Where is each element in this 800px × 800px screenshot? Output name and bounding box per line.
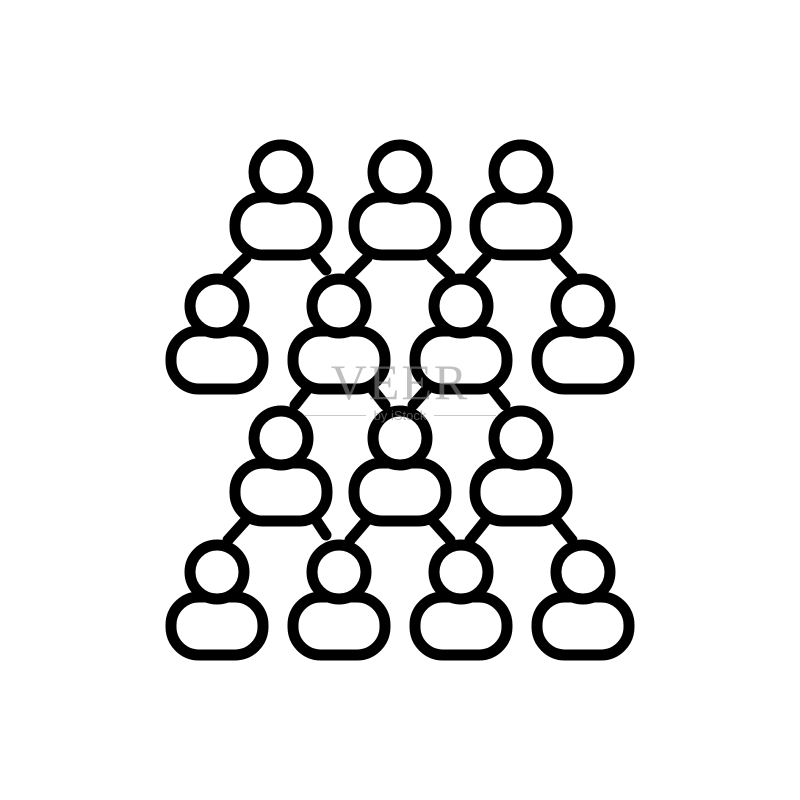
connector-line: [344, 252, 373, 281]
person-head: [367, 139, 433, 205]
person-icon: [165, 539, 269, 661]
person-body: [409, 591, 513, 661]
person-head: [488, 405, 554, 471]
person-body: [348, 457, 452, 527]
connector-line: [310, 514, 332, 541]
connector-line: [344, 514, 373, 546]
person-icon: [409, 539, 513, 661]
person-head: [367, 405, 433, 471]
person-body: [229, 191, 333, 261]
person-icon: [287, 539, 391, 661]
person-head: [248, 139, 314, 205]
connector-line: [464, 514, 492, 546]
person-head: [184, 539, 250, 605]
person-icon: [165, 273, 269, 395]
person-head: [550, 539, 616, 605]
connector-line: [550, 514, 578, 546]
connector-line: [550, 252, 578, 281]
person-head: [306, 273, 372, 339]
person-head: [306, 539, 372, 605]
connector-line: [222, 252, 252, 281]
connector-line: [464, 252, 492, 281]
person-body: [531, 325, 635, 395]
person-icon: [469, 405, 573, 527]
people-group: [165, 139, 635, 661]
connector-lines: [222, 252, 578, 546]
person-body: [287, 325, 391, 395]
person-body: [165, 325, 269, 395]
connector-line: [222, 514, 252, 546]
person-head: [488, 139, 554, 205]
person-icon: [287, 273, 391, 395]
person-icon: [409, 273, 513, 395]
person-body: [469, 457, 573, 527]
person-icon: [531, 273, 635, 395]
person-head: [428, 273, 494, 339]
connector-line: [426, 252, 456, 281]
person-head: [428, 539, 494, 605]
person-icon: [348, 139, 452, 261]
person-body: [348, 191, 452, 261]
person-icon: [469, 139, 573, 261]
person-icon: [229, 139, 333, 261]
person-head: [248, 405, 314, 471]
person-body: [409, 325, 513, 395]
person-body: [469, 191, 573, 261]
person-icon: [229, 405, 333, 527]
person-body: [531, 591, 635, 661]
person-body: [287, 591, 391, 661]
connector-line: [426, 514, 456, 546]
person-body: [165, 591, 269, 661]
person-body: [229, 457, 333, 527]
person-head: [550, 273, 616, 339]
person-icon: [531, 539, 635, 661]
person-head: [184, 273, 250, 339]
connector-line: [310, 252, 332, 276]
person-icon: [348, 405, 452, 527]
